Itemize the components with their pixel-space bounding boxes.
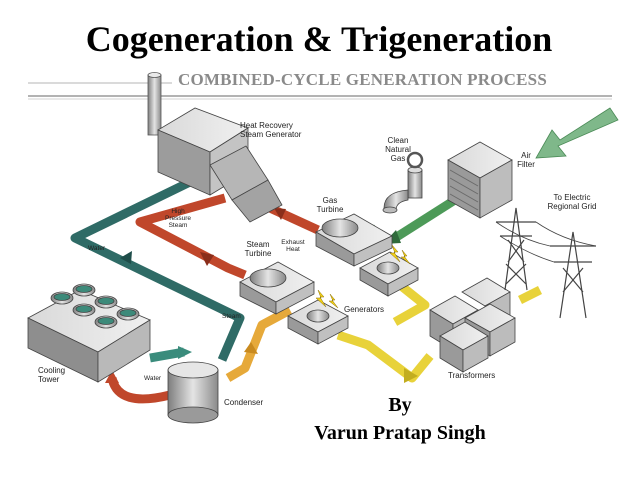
gas-generator — [359, 251, 419, 297]
condenser-label: Condenser — [224, 398, 263, 407]
power-generators-pipe — [336, 330, 434, 383]
gas-generator-spark-icon — [389, 244, 411, 265]
cooling-return-arrow — [105, 370, 119, 383]
hp-steam-arrow — [200, 252, 214, 266]
transformers-label: Transformers — [448, 371, 495, 380]
water-top-label: Water — [88, 245, 106, 252]
water-condenser-arrow — [178, 346, 192, 359]
air-filter — [447, 141, 513, 219]
steam-arrow — [244, 342, 258, 354]
power-arrow — [404, 368, 418, 383]
subtitle-rules — [28, 82, 612, 100]
gas-turbine — [315, 213, 393, 267]
steam-label: Steam — [222, 313, 241, 320]
transformers — [429, 277, 516, 373]
cooling-water-return-pipe — [107, 376, 172, 404]
page-title: Cogeneration & Trigeneration — [85, 19, 553, 59]
steam-generator-spark-icon — [315, 289, 339, 309]
air-intake-arrow — [535, 107, 619, 159]
byline-by: By — [388, 394, 412, 416]
water-bottom-label: Water — [144, 375, 162, 382]
steam-generator — [287, 299, 349, 345]
natural-gas-valve — [382, 151, 424, 214]
air-pipe — [392, 194, 461, 242]
water-arrow — [120, 251, 132, 264]
hrsg-stack — [147, 72, 162, 136]
byline-author: Varun Pratap Singh — [314, 422, 486, 444]
heat-recovery-steam-generator — [157, 107, 283, 223]
hp-steam-pipe — [135, 193, 247, 280]
diagram-subtitle: COMBINED-CYCLE GENERATION PROCESS — [178, 70, 547, 89]
power-to-grid-pipe — [517, 285, 543, 305]
generators-label: Generators — [344, 305, 384, 314]
exhaust-heat-arrow — [274, 208, 286, 220]
condenser — [167, 361, 219, 424]
steam-turbine — [239, 261, 315, 315]
transmission-tower-icon — [495, 207, 597, 319]
water-loop-pipe — [70, 177, 245, 362]
power-to-transformers-pipe — [392, 281, 430, 326]
cooling-tower — [27, 283, 151, 383]
